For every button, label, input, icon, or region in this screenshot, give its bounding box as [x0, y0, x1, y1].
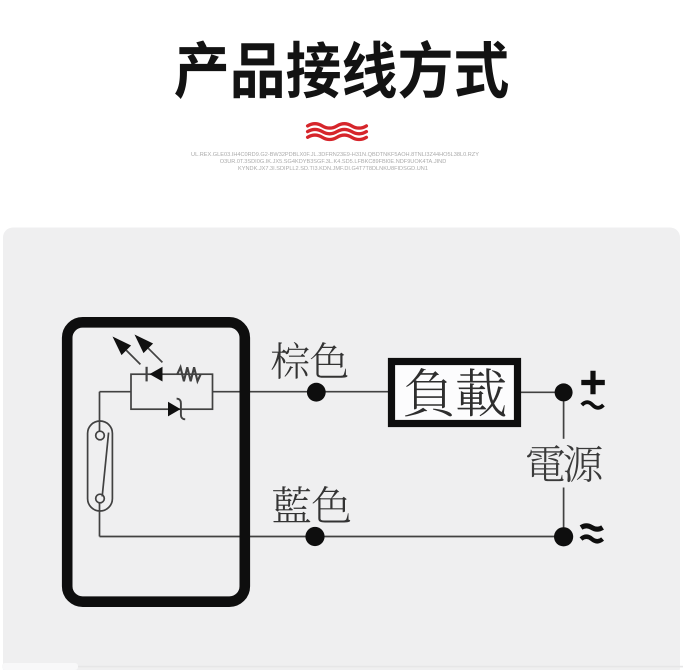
svg-text:UL.REX.GLE03.IH4C0RD9.G2-BW32P: UL.REX.GLE03.IH4C0RD9.G2-BW32PDBLX0F.JL.…: [191, 152, 479, 158]
svg-text:KYNDK.JX7.3I.SDIPLL2.SD.TI3.KD: KYNDK.JX7.3I.SDIPLL2.SD.TI3.KDN.JMF.DI.G…: [238, 166, 428, 172]
svg-text:O3UR.0T.3SDI0G.IK.JX5.SG4KDYB3: O3UR.0T.3SDI0G.IK.JX5.SG4KDYB3SGF.3L.K4.…: [220, 159, 447, 165]
